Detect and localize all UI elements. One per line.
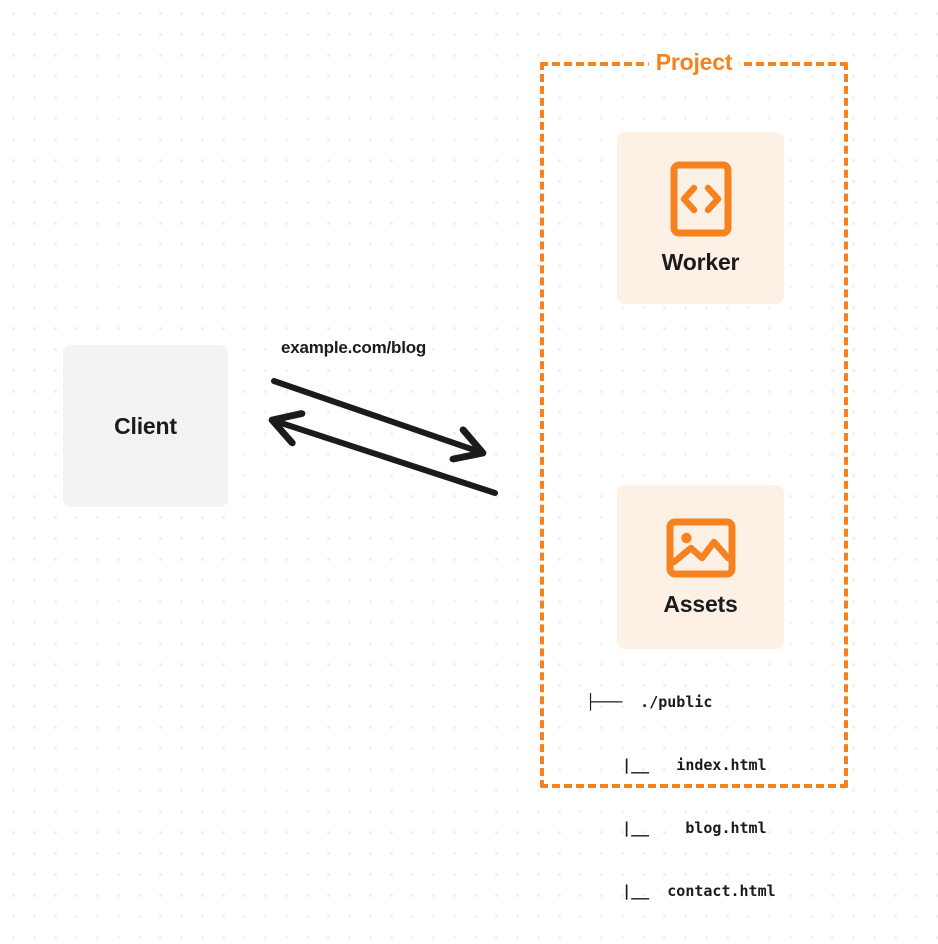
edge-request-arrow — [271, 378, 480, 452]
client-label: Client — [114, 412, 177, 439]
project-container[interactable]: Project Worker Assets — [540, 49, 848, 788]
file-tree-line: ├─── ./public — [586, 693, 713, 711]
image-icon — [666, 517, 736, 579]
worker-label: Worker — [661, 248, 740, 275]
file-tree-line: |__ blog.html — [586, 819, 767, 837]
diagram-canvas: Client example.com/blog Project — [63, 49, 848, 900]
worker-card[interactable]: Worker — [617, 132, 784, 304]
file-tree-line: |__ index.html — [586, 756, 767, 774]
edge-label-request: example.com/blog — [281, 338, 427, 357]
asset-file-tree: ├─── ./public |__ index.html |__ blog.ht… — [586, 650, 776, 944]
client-node[interactable]: Client — [63, 345, 228, 507]
assets-label: Assets — [663, 590, 738, 617]
project-title: Project — [648, 49, 740, 76]
edge-response-arrow — [275, 421, 498, 496]
file-tree-line: |__ contact.html — [586, 882, 776, 900]
code-brackets-icon — [670, 161, 732, 237]
assets-card[interactable]: Assets — [617, 485, 784, 649]
